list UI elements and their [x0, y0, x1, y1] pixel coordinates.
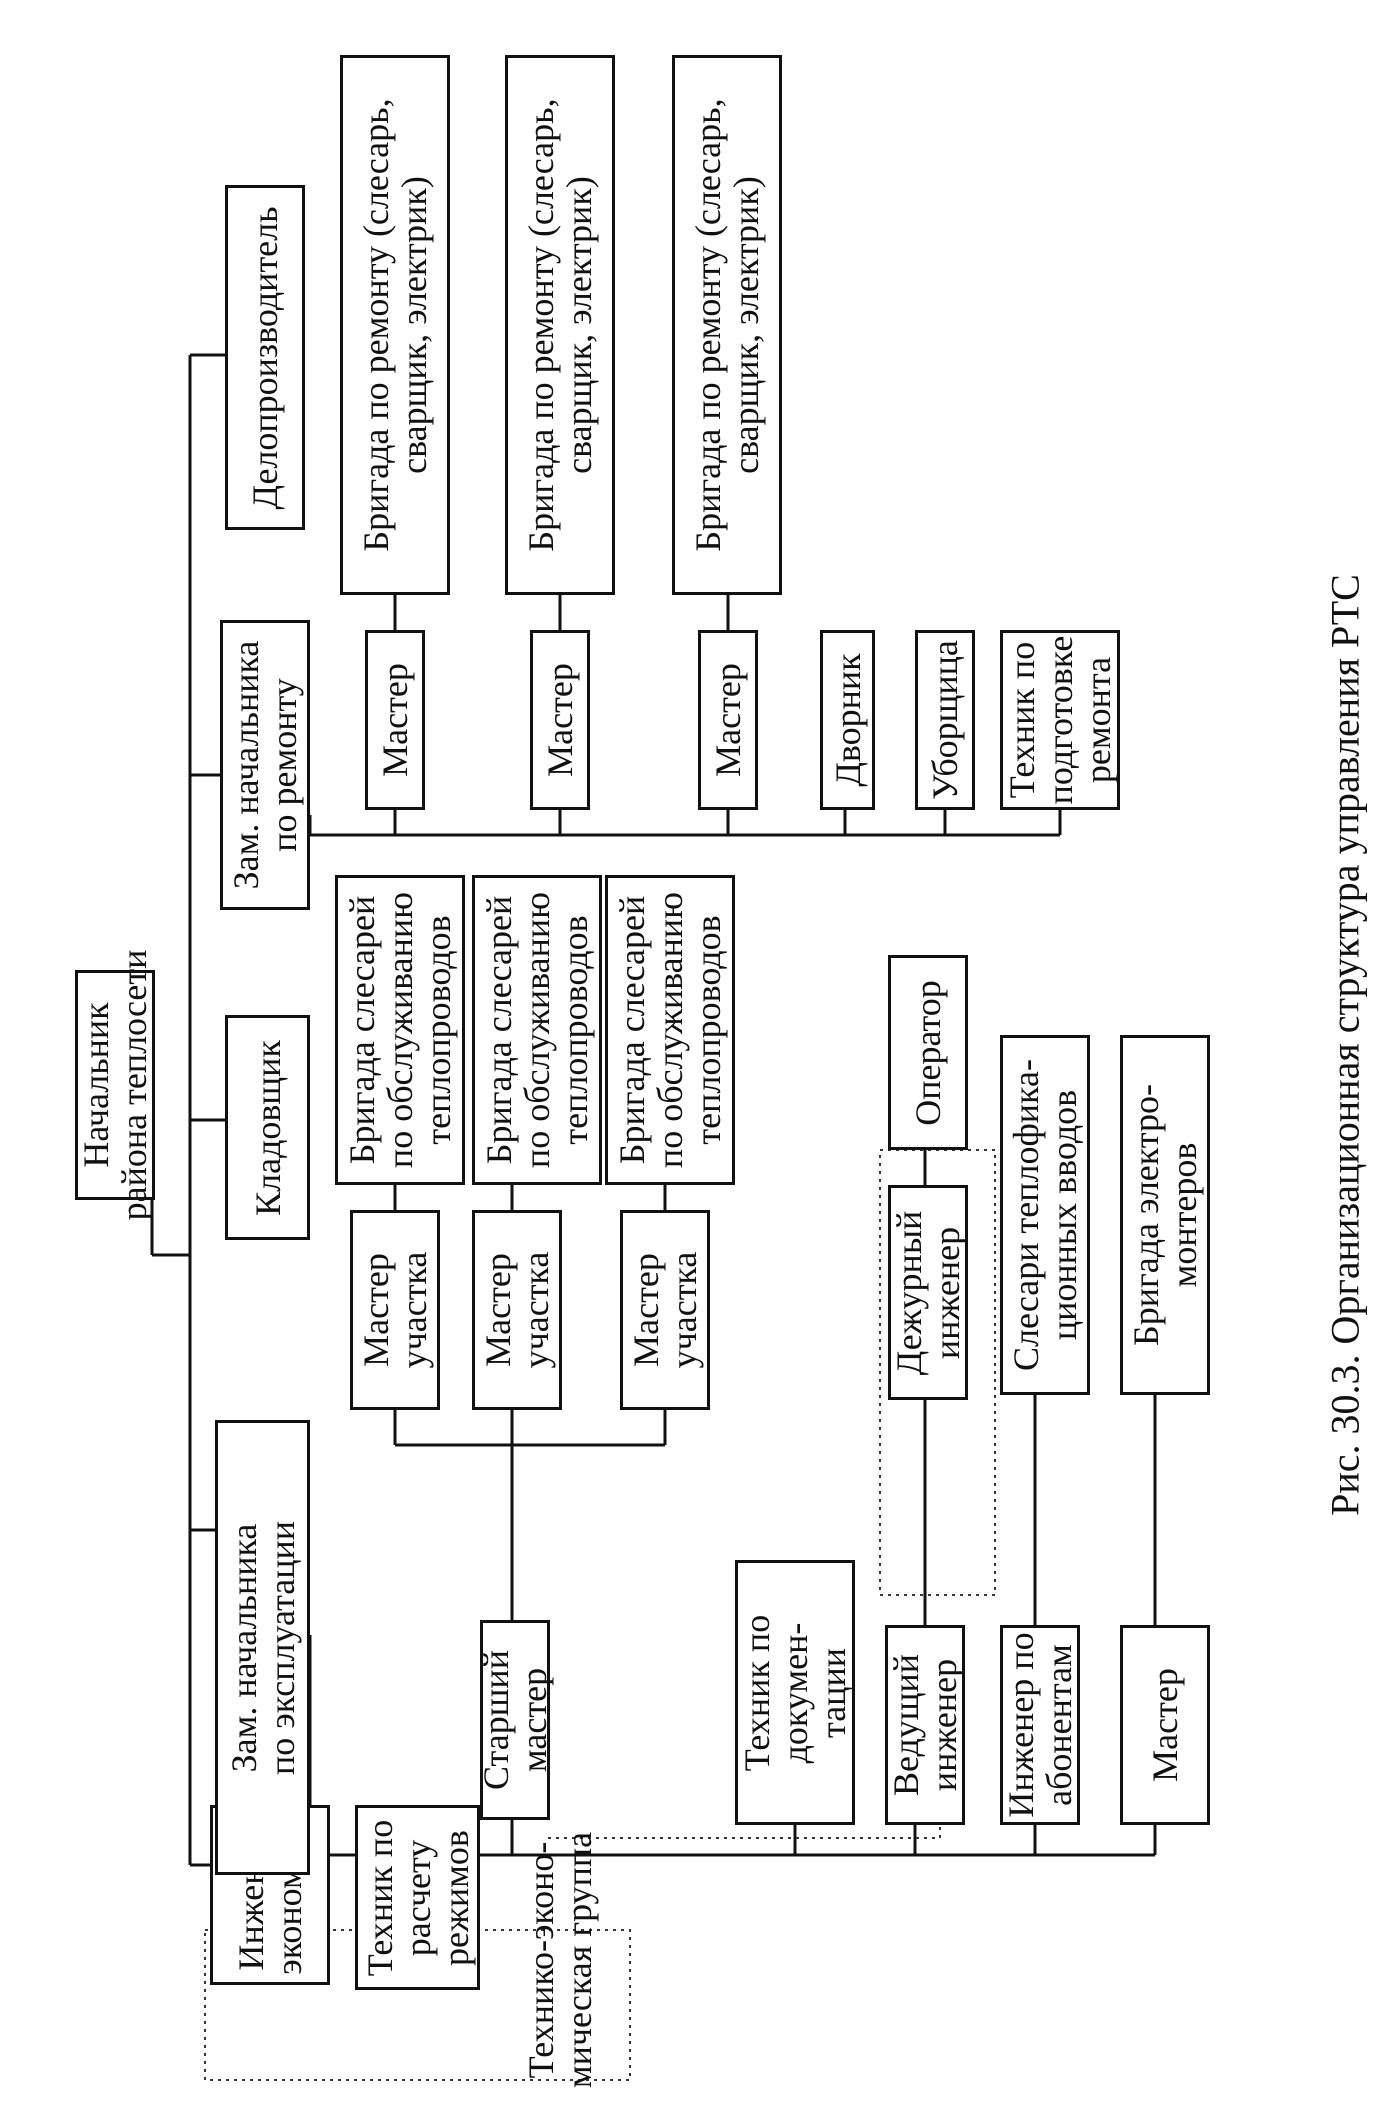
- janitor-node: Дворник: [820, 630, 875, 810]
- repair-prep-technician-node: Техник по подготовке ремонта: [1000, 630, 1120, 810]
- lead-engineer-node: Ведущий инженер: [885, 1625, 965, 1825]
- brigade-pipelines-2-label: Бригада слесарей по обслуживанию теплопр…: [479, 891, 595, 1169]
- brigade-pipelines-1-node: Бригада слесарей по обслуживанию теплопр…: [335, 875, 465, 1185]
- duty-shift-group-frame: [879, 1149, 996, 1596]
- repair-master-3-label: Мастер: [708, 663, 748, 777]
- janitor-label: Дворник: [827, 653, 868, 787]
- duty-engineer-label: Дежурный инженер: [889, 1210, 967, 1375]
- section-master-1-label: Мастер участка: [356, 1251, 434, 1369]
- deputy-repair-label: Зам. начальника по ремонту: [226, 640, 304, 890]
- senior-master-label: Старший мастер: [476, 1650, 554, 1790]
- clerk-node: Делопроизводитель: [225, 185, 305, 530]
- deputy-operations-node: Зам. начальника по эксплуатации: [215, 1420, 310, 1875]
- section-master-3-label: Мастер участка: [626, 1251, 704, 1369]
- tech-economic-group-label-box: Технико-эконо- мическая группа: [500, 1830, 620, 2090]
- repair-brigade-1-node: Бригада по ремонту (слесарь, сварщик, эл…: [340, 55, 450, 595]
- brigade-pipelines-3-label: Бригада слесарей по обслуживанию теплопр…: [612, 891, 728, 1169]
- operator-node: Оператор: [888, 955, 968, 1150]
- lead-engineer-label: Ведущий инженер: [886, 1653, 964, 1797]
- technician-docs-node: Техник по докумен- тации: [735, 1560, 855, 1825]
- tech-economic-group-frame: [204, 1929, 631, 2081]
- tech-economic-group-label: Технико-эконо- мическая группа: [521, 1831, 599, 2089]
- repair-master-2-node: Мастер: [530, 630, 590, 810]
- repair-brigade-2-node: Бригада по ремонту (слесарь, сварщик, эл…: [505, 55, 615, 595]
- section-master-2-label: Мастер участка: [478, 1251, 556, 1369]
- electricians-brigade-node: Бригада электро- монтеров: [1120, 1035, 1210, 1395]
- brigade-pipelines-1-label: Бригада слесарей по обслуживанию теплопр…: [342, 891, 458, 1169]
- technician-modes-label: Техник по расчету режимов: [359, 1819, 476, 1976]
- section-master-1-node: Мастер участка: [350, 1210, 440, 1410]
- repair-master-2-label: Мастер: [540, 663, 580, 777]
- figure-caption: Рис. 30.3. Организационная структура упр…: [1322, 574, 1368, 1516]
- clerk-label: Делопроизводитель: [245, 205, 285, 510]
- storekeeper-label: Кладовщик: [247, 1039, 288, 1216]
- brigade-pipelines-3-node: Бригада слесарей по обслуживанию теплопр…: [605, 875, 735, 1185]
- storekeeper-node: Кладовщик: [225, 1015, 310, 1240]
- heat-input-fitters-label: Слесари теплофика- ционных вводов: [1006, 1059, 1084, 1371]
- repair-master-1-node: Мастер: [365, 630, 425, 810]
- cleaner-label: Уборщица: [925, 640, 965, 800]
- operator-label: Оператор: [908, 979, 948, 1126]
- section-master-3-node: Мастер участка: [620, 1210, 710, 1410]
- duty-engineer-node: Дежурный инженер: [888, 1185, 968, 1400]
- senior-master-node: Старший мастер: [476, 1620, 554, 1820]
- master-electric-node: Мастер: [1120, 1625, 1210, 1825]
- head-label: Начальник района теплосети: [76, 949, 154, 1221]
- technician-docs-label: Техник по докумен- тации: [737, 1614, 853, 1771]
- repair-brigade-2-label: Бригада по ремонту (слесарь, сварщик, эл…: [521, 98, 599, 552]
- repair-brigade-3-label: Бригада по ремонту (слесарь, сварщик, эл…: [688, 98, 766, 552]
- head-node: Начальник района теплосети: [75, 950, 155, 1220]
- electricians-brigade-label: Бригада электро- монтеров: [1126, 1084, 1204, 1346]
- master-electric-label: Мастер: [1145, 1668, 1185, 1782]
- repair-brigade-1-label: Бригада по ремонту (слесарь, сварщик, эл…: [356, 98, 434, 552]
- repair-prep-technician-label: Техник по подготовке ремонта: [1002, 635, 1118, 805]
- brigade-pipelines-2-node: Бригада слесарей по обслуживанию теплопр…: [472, 875, 602, 1185]
- subscriber-engineer-node: Инженер по абонентам: [1000, 1625, 1080, 1825]
- heat-input-fitters-node: Слесари теплофика- ционных вводов: [1000, 1035, 1090, 1395]
- repair-master-1-label: Мастер: [375, 663, 415, 777]
- deputy-operations-label: Зам. начальника по эксплуатации: [223, 1520, 302, 1775]
- section-master-2-node: Мастер участка: [472, 1210, 562, 1410]
- cleaner-node: Уборщица: [915, 630, 975, 810]
- repair-master-3-node: Мастер: [698, 630, 758, 810]
- subscriber-engineer-label: Инженер по абонентам: [1001, 1632, 1079, 1818]
- repair-brigade-3-node: Бригада по ремонту (слесарь, сварщик, эл…: [672, 55, 782, 595]
- technician-modes-node: Техник по расчету режимов: [355, 1805, 480, 1990]
- deputy-repair-node: Зам. начальника по ремонту: [220, 620, 310, 910]
